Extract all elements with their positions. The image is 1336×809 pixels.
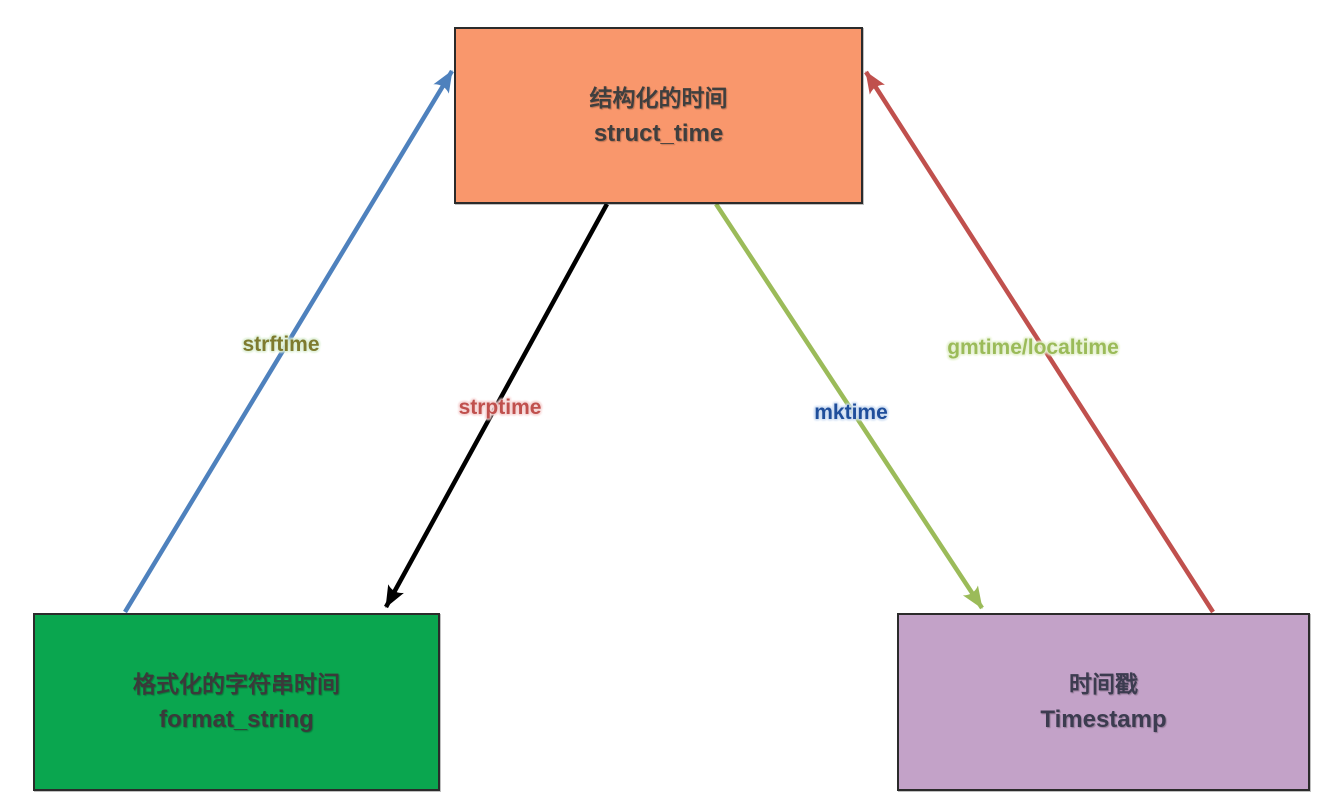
- edge-label-strftime: strftime: [242, 333, 320, 356]
- node-timestamp: 时间戳 Timestamp: [897, 613, 1310, 791]
- node-timestamp-label-en: Timestamp: [1040, 706, 1167, 733]
- node-format-string: 格式化的字符串时间 format_string: [33, 613, 440, 791]
- node-struct-time: 结构化的时间 struct_time: [454, 27, 863, 204]
- edge-strftime-arrow: [123, 69, 454, 614]
- node-struct-time-label-zh: 结构化的时间: [589, 84, 728, 111]
- node-format-string-label-zh: 格式化的字符串时间: [133, 671, 340, 697]
- node-struct-time-label-en: struct_time: [593, 119, 724, 147]
- node-format-string-label-en: format_string: [159, 706, 314, 733]
- edge-label-strptime: strptime: [458, 396, 542, 419]
- edge-label-mktime: mktime: [814, 401, 888, 424]
- edge-strptime-arrow: [384, 202, 609, 609]
- edge-gmtime-localtime-arrow: [864, 70, 1215, 614]
- edge-label-gmtime-localtime: gmtime/localtime: [947, 336, 1119, 359]
- node-timestamp-label-zh: 时间戳: [1069, 671, 1138, 697]
- edge-mktime-arrow: [714, 202, 984, 610]
